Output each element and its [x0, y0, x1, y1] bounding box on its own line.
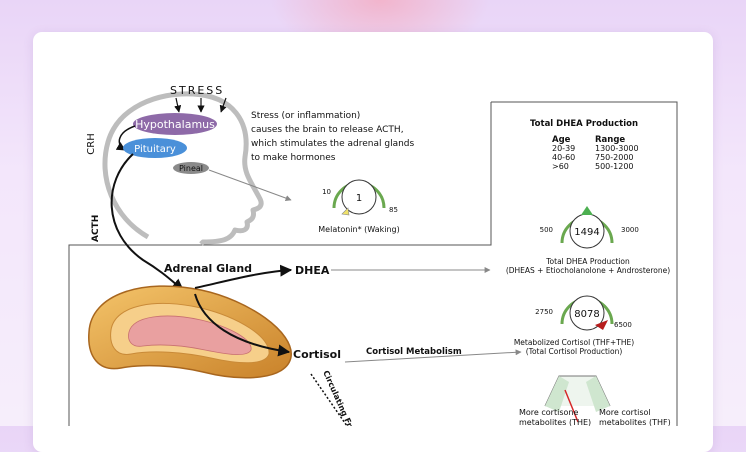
pineal-label: Pineal [179, 164, 203, 173]
cortisol-gauge-caption: Metabolized Cortisol (THF+THE) [514, 338, 634, 347]
pineal-arrow [208, 169, 292, 201]
dhea-gauge-caption: Total DHEA Production [545, 257, 630, 266]
dhea-table-range: 1300-3000 [595, 144, 639, 153]
stress-arrow-3 [219, 97, 227, 113]
dhea-gauge-marker [581, 206, 593, 215]
stress-note: Stress (or inflammation) causes the brai… [251, 111, 417, 163]
dhea-gauge: 1494 500 3000 Total DHEA Production (DHE… [506, 206, 670, 275]
dhea-table-age: >60 [552, 162, 569, 171]
melatonin-gauge-max: 85 [389, 206, 398, 214]
cortisol-gauge-dial [569, 295, 605, 331]
crh-label: CRH [86, 133, 97, 154]
cortisol-gauge-min: 2750 [535, 308, 553, 316]
head-silhouette [102, 91, 264, 246]
stress-arrow-1 [174, 97, 182, 113]
ratio-gauge-right-zone [586, 376, 610, 412]
stress-label: STRESS [170, 84, 224, 97]
dhea-reference-table: Total DHEA Production Age Range 20-39 13… [530, 119, 639, 171]
dhea-table-range-header: Range [595, 135, 625, 145]
dhea-gauge-caption: (DHEAS + Etiocholanolone + Androsterone) [506, 266, 670, 275]
dhea-table-age-header: Age [552, 135, 571, 145]
dhea-table-range: 750-2000 [595, 153, 634, 162]
adrenal-gland-medulla [128, 315, 252, 355]
dhea-table-range: 500-1200 [595, 162, 634, 171]
cortisol-pathway-arrow [194, 293, 291, 357]
dhea-label: DHEA [295, 264, 330, 277]
melatonin-gauge-dial [341, 179, 377, 215]
cortisol-label: Cortisol [293, 348, 341, 361]
acth-arrow [110, 153, 184, 291]
cortisol-gauge-caption: (Total Cortisol Production) [526, 347, 623, 356]
dhea-table-age: 40-60 [552, 153, 575, 162]
hpa-axis-diagram: STRESS Hypothalamus CRH Pituitary Pineal… [68, 84, 678, 426]
cortisol-gauge: 8078 2750 6500 Metabolized Cortisol (THF… [514, 295, 634, 356]
ratio-gauge-right-label: More cortisol [599, 408, 651, 417]
melatonin-gauge-caption: Melatonin* (Waking) [318, 225, 399, 234]
panel-border [68, 101, 678, 426]
circulating-free-arrow [310, 373, 348, 426]
ratio-gauge-left-zone [545, 376, 569, 412]
cortisol-gauge-value: 8078 [574, 309, 599, 320]
pineal-shape [173, 162, 209, 174]
melatonin-gauge-marker [341, 207, 350, 216]
ratio-gauge-left-label: metabolites (THE) [519, 418, 591, 426]
cortisone-cortisol-ratio-gauge: More cortisone metabolites (THE) More co… [519, 375, 671, 426]
pituitary-label: Pituitary [134, 144, 176, 155]
cortisol-metabolism-label: Cortisol Metabolism [366, 347, 462, 357]
acth-label: ACTH [91, 215, 101, 242]
melatonin-gauge: 1 10 85 Melatonin* (Waking) [318, 179, 400, 234]
dhea-gauge-min: 500 [540, 226, 553, 234]
cortisol-gauge-marker [595, 320, 608, 330]
hypothalamus-label: Hypothalamus [135, 118, 215, 131]
diagram-card: STRESS Hypothalamus CRH Pituitary Pineal… [33, 32, 713, 452]
melatonin-gauge-min: 10 [322, 188, 331, 196]
dhea-pathway-arrow [194, 264, 293, 289]
pituitary-shape [123, 138, 187, 158]
adrenal-gland-label: Adrenal Gland [164, 262, 252, 275]
ratio-gauge-needle [564, 389, 579, 423]
dhea-table-title: Total DHEA Production [530, 119, 638, 129]
adrenal-gland-illustration [88, 285, 292, 379]
dhea-gauge-max: 3000 [621, 226, 639, 234]
dhea-table-age: 20-39 [552, 144, 575, 153]
hypothalamus-shape [133, 113, 217, 135]
crh-arrow [115, 125, 136, 151]
ratio-gauge-left-label: More cortisone [519, 408, 578, 417]
dhea-gauge-value: 1494 [574, 227, 599, 238]
cortisol-metabolism-arrow [344, 349, 522, 363]
ratio-gauge-right-label: metabolites (THF) [599, 418, 671, 426]
melatonin-gauge-value: 1 [356, 193, 362, 204]
cortisol-gauge-max: 6500 [614, 321, 632, 329]
